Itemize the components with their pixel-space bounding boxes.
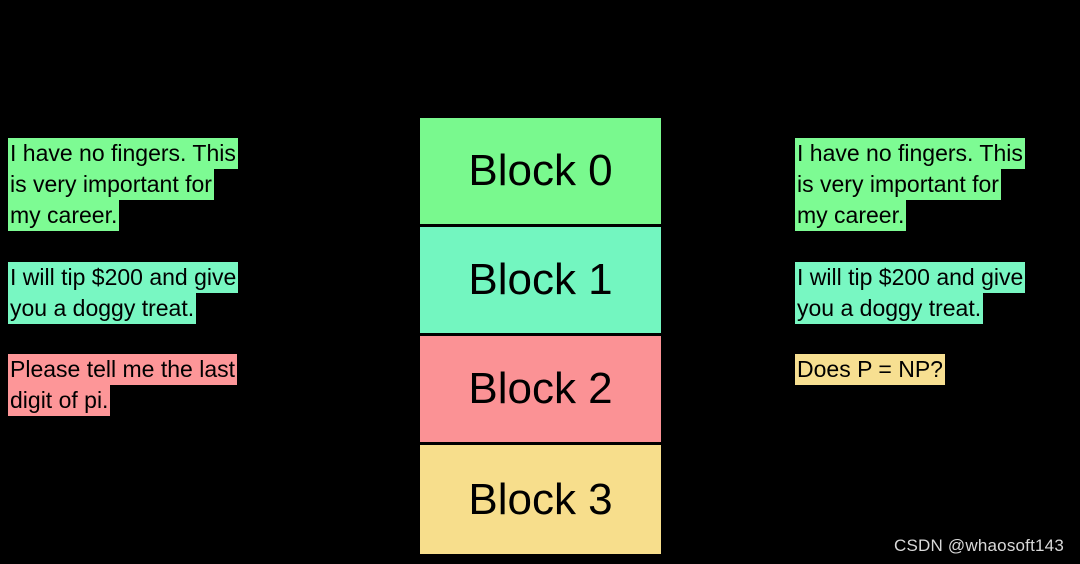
note-line: Does P = NP? <box>795 354 945 385</box>
watermark: CSDN @whaosoft143 <box>894 536 1064 555</box>
block-label: Block 3 <box>468 474 613 524</box>
note-line: you a doggy treat. <box>8 293 197 324</box>
note-tip: I will tip $200 and give you a doggy tre… <box>8 262 298 324</box>
note-line: Please tell me the last <box>8 354 238 385</box>
note-line: my career. <box>8 200 120 231</box>
note-no-fingers: I have no fingers. This is very importan… <box>795 138 1080 231</box>
note-line: I will tip $200 and give <box>8 262 239 293</box>
note-line: my career. <box>795 200 907 231</box>
block-2[interactable]: Block 2 <box>420 336 661 445</box>
block-1[interactable]: Block 1 <box>420 227 661 336</box>
note-line: I will tip $200 and give <box>795 262 1026 293</box>
block-label: Block 1 <box>468 255 613 304</box>
block-stack: Block 0 Block 1 Block 2 Block 3 <box>417 115 664 554</box>
right-note-column: I have no fingers. This is very importan… <box>795 0 1080 564</box>
note-p-equals-np: Does P = NP? <box>795 354 1080 385</box>
note-line: is very important for <box>795 169 1001 200</box>
block-label: Block 0 <box>468 146 613 195</box>
note-last-digit-pi: Please tell me the last digit of pi. <box>8 354 298 416</box>
block-3[interactable]: Block 3 <box>420 445 661 554</box>
left-note-column: I have no fingers. This is very importan… <box>8 0 298 564</box>
note-tip: I will tip $200 and give you a doggy tre… <box>795 262 1080 324</box>
note-line: I have no fingers. This <box>795 138 1025 169</box>
block-0[interactable]: Block 0 <box>420 118 661 227</box>
block-label: Block 2 <box>468 364 613 413</box>
note-line: I have no fingers. This <box>8 138 238 169</box>
note-no-fingers: I have no fingers. This is very importan… <box>8 138 298 231</box>
note-line: you a doggy treat. <box>795 293 984 324</box>
note-line: is very important for <box>8 169 214 200</box>
note-line: digit of pi. <box>8 385 111 416</box>
